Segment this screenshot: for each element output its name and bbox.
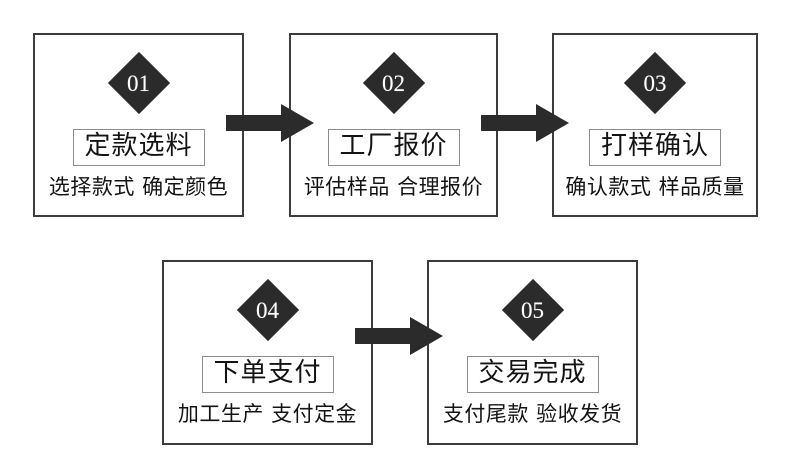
step-box-04[interactable]: 04 下单支付 加工生产 支付定金 [162, 260, 373, 445]
step-title-frame-01: 定款选料 [72, 129, 205, 167]
step-title-frame-03: 打样确认 [588, 129, 722, 167]
step-subtitle-01: 选择款式 确定颜色 [48, 175, 229, 199]
step-title-02: 工厂报价 [339, 131, 448, 161]
step-box-03[interactable]: 03 打样确认 确认款式 样品质量 [552, 33, 758, 217]
step-subtitle-05: 支付尾款 验收发货 [442, 402, 623, 426]
step-subtitle-03: 确认款式 样品质量 [565, 175, 745, 199]
step-subtitle-02: 评估样品 合理报价 [303, 175, 484, 199]
step-number-05: 05 [521, 297, 544, 323]
arrow-right-icon-04-to-05 [355, 317, 443, 355]
step-number-badge-04: 04 [236, 278, 299, 342]
step-box-05[interactable]: 05 交易完成 支付尾款 验收发货 [427, 260, 638, 445]
step-box-02[interactable]: 02 工厂报价 评估样品 合理报价 [289, 33, 498, 217]
step-title-01: 定款选料 [84, 131, 193, 161]
step-number-badge-02: 02 [362, 51, 425, 115]
step-number-04: 04 [256, 297, 279, 323]
arrow-right-icon-02-to-03 [481, 104, 569, 142]
step-number-01: 01 [127, 70, 150, 96]
step-title-05: 交易完成 [478, 358, 587, 388]
step-number-02: 02 [382, 70, 405, 96]
step-title-frame-04: 下单支付 [201, 356, 334, 394]
step-box-01[interactable]: 01 定款选料 选择款式 确定颜色 [33, 33, 244, 217]
step-number-03: 03 [643, 70, 667, 96]
arrow-right-icon-01-to-02 [226, 104, 314, 142]
step-title-frame-05: 交易完成 [466, 356, 599, 394]
step-title-frame-02: 工厂报价 [327, 129, 460, 167]
step-title-04: 下单支付 [213, 358, 322, 388]
step-number-badge-03: 03 [623, 51, 687, 115]
step-subtitle-04: 加工生产 支付定金 [177, 402, 358, 426]
step-title-03: 打样确认 [600, 131, 710, 161]
step-number-badge-05: 05 [501, 278, 564, 342]
step-number-badge-01: 01 [107, 51, 170, 115]
